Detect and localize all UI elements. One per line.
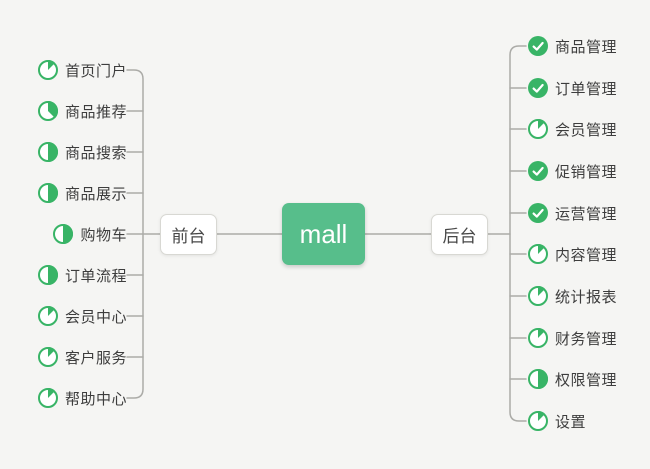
topic-label: 商品推荐 (64, 103, 127, 121)
topic-label: 促销管理 (555, 163, 618, 181)
done-check-icon (528, 203, 548, 223)
progress-pie-icon (37, 60, 58, 80)
mindmap-topic[interactable]: 运营管理 (528, 199, 617, 227)
mindmap-topic[interactable]: 购物车 (53, 220, 127, 248)
topic-label: 订单流程 (64, 267, 127, 285)
mindmap-topic[interactable]: 内容管理 (528, 240, 617, 268)
done-check-icon (528, 161, 548, 181)
topic-label: 设置 (555, 413, 587, 431)
mindmap-topic[interactable]: 订单流程 (37, 261, 127, 289)
topic-label: 统计报表 (555, 288, 618, 306)
topic-label: 会员管理 (555, 121, 618, 139)
topic-label: 会员中心 (64, 308, 127, 326)
mindmap-topic[interactable]: 客户服务 (37, 343, 127, 371)
progress-pie-icon (37, 306, 58, 326)
progress-pie-icon (37, 347, 58, 367)
mindmap-topic[interactable]: 会员管理 (528, 115, 617, 143)
topic-label: 商品管理 (555, 38, 618, 56)
progress-pie-icon (53, 224, 74, 244)
branch-node-back[interactable]: 后台 (431, 214, 488, 255)
progress-pie-icon (37, 142, 58, 162)
progress-pie-icon (37, 101, 58, 121)
mindmap-topic[interactable]: 商品展示 (37, 179, 127, 207)
mindmap-topic[interactable]: 首页门户 (37, 56, 127, 84)
mindmap-topic[interactable]: 会员中心 (37, 302, 127, 330)
topic-label: 财务管理 (555, 330, 618, 348)
topic-label: 购物车 (80, 226, 127, 244)
topic-label: 帮助中心 (64, 390, 127, 408)
progress-pie-icon (37, 265, 58, 285)
mindmap-topic[interactable]: 财务管理 (528, 324, 617, 352)
topic-label: 订单管理 (555, 80, 618, 98)
done-check-icon (528, 78, 548, 98)
mindmap-topic[interactable]: 统计报表 (528, 282, 617, 310)
done-check-icon (528, 36, 548, 56)
mindmap-topic[interactable]: 权限管理 (528, 365, 617, 393)
progress-pie-icon (528, 119, 548, 139)
mindmap-topic[interactable]: 商品推荐 (37, 97, 127, 125)
branch-node-front[interactable]: 前台 (160, 214, 217, 255)
topic-label: 内容管理 (555, 246, 618, 264)
progress-pie-icon (528, 244, 548, 264)
progress-pie-icon (528, 369, 548, 389)
topic-label: 运营管理 (555, 205, 618, 223)
topic-label: 权限管理 (555, 371, 618, 389)
progress-pie-icon (37, 388, 58, 408)
topic-label: 首页门户 (64, 62, 127, 80)
topic-label: 客户服务 (64, 349, 127, 367)
topic-label: 商品搜索 (64, 144, 127, 162)
mindmap-topic[interactable]: 设置 (528, 407, 586, 435)
mindmap-topic[interactable]: 商品搜索 (37, 138, 127, 166)
root-node-mall[interactable]: mall (282, 203, 365, 265)
progress-pie-icon (528, 328, 548, 348)
progress-pie-icon (528, 286, 548, 306)
mindmap-topic[interactable]: 帮助中心 (37, 384, 127, 412)
back-spine (509, 45, 527, 422)
mindmap-topic[interactable]: 订单管理 (528, 74, 617, 102)
mindmap-topic[interactable]: 促销管理 (528, 157, 617, 185)
progress-pie-icon (528, 411, 548, 431)
progress-pie-icon (37, 183, 58, 203)
mindmap-topic[interactable]: 商品管理 (528, 32, 617, 60)
topic-label: 商品展示 (64, 185, 127, 203)
